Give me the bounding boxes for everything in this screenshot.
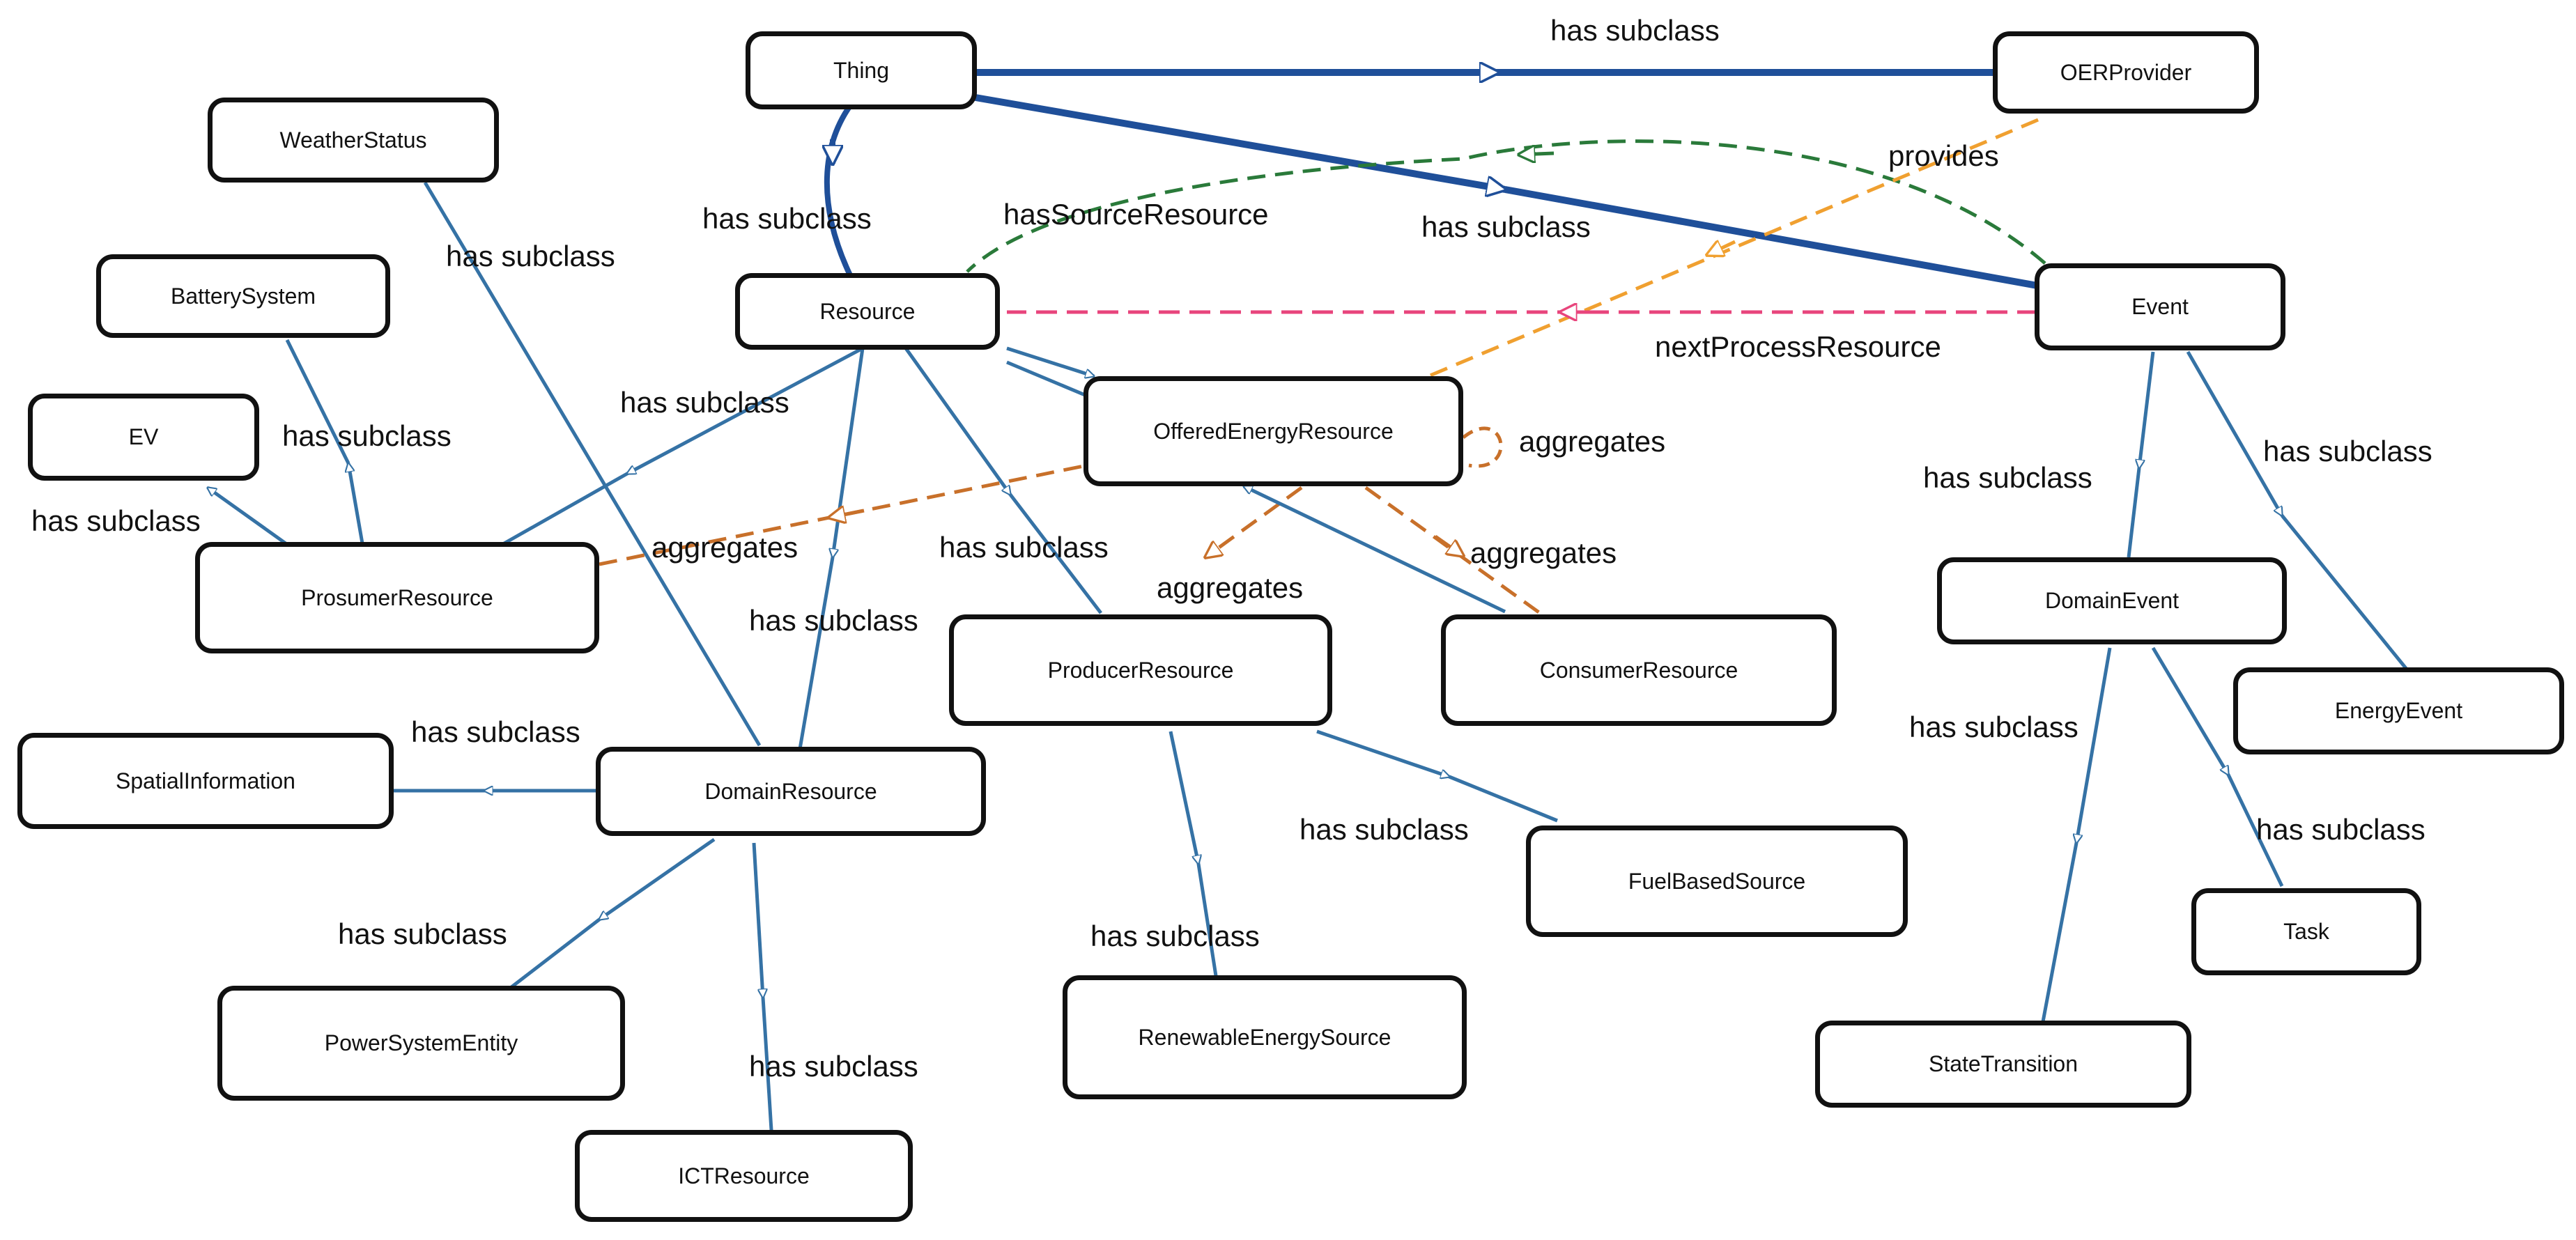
node-prosumer-resource[interactable]: ProsumerResource [195, 542, 599, 653]
label-domainresource-ict: has subclass [749, 1050, 918, 1083]
label-domainresource-powersystem: has subclass [338, 917, 507, 950]
label-domainresource-spatial: has subclass [411, 715, 580, 748]
label-domainresource-weatherstatus: has subclass [446, 240, 615, 272]
node-domain-event[interactable]: DomainEvent [1937, 557, 2287, 644]
label-resource-domainresource: has subclass [749, 604, 918, 637]
label-aggregates-consumer: aggregates [1470, 536, 1617, 569]
node-weather-status[interactable]: WeatherStatus [208, 98, 499, 183]
label-prosumer-battery: has subclass [282, 419, 452, 452]
node-power-system-entity[interactable]: PowerSystemEntity [217, 986, 625, 1101]
edge-resource-domainresource [798, 348, 865, 750]
edge-event-domainevent [2127, 351, 2155, 558]
node-energy-event[interactable]: EnergyEvent [2233, 667, 2564, 754]
edge-producer-renewable [1169, 731, 1220, 990]
node-spatial-information[interactable]: SpatialInformation [17, 733, 394, 829]
edge-consumer-offeredenergy [1244, 484, 1506, 614]
node-ict-resource[interactable]: ICTResource [575, 1130, 913, 1222]
label-event-energyevent: has subclass [2263, 435, 2432, 467]
label-aggregates-self: aggregates [1519, 425, 1665, 458]
label-provides: provides [1888, 139, 1999, 172]
node-thing[interactable]: Thing [746, 31, 977, 109]
label-prosumer-ev: has subclass [31, 504, 201, 537]
node-fuel-based-source[interactable]: FuelBasedSource [1526, 826, 1908, 937]
edge-domainevent-task [2151, 646, 2284, 888]
label-has-source-resource: hasSourceResource [1003, 198, 1269, 231]
node-ev[interactable]: EV [28, 394, 259, 481]
edge-event-energyevent [2186, 350, 2412, 676]
node-oer-provider[interactable]: OERProvider [1993, 31, 2259, 114]
label-aggregates-producer: aggregates [1157, 571, 1303, 604]
node-resource[interactable]: Resource [735, 273, 1000, 350]
label-producer-renewable: has subclass [1090, 920, 1260, 952]
label-resource-producer: has subclass [939, 531, 1109, 564]
label-resource-prosumer: has subclass [620, 386, 789, 419]
label-domainevent-task: has subclass [2256, 813, 2425, 846]
label-thing-event: has subclass [1421, 210, 1591, 243]
edge-prosumer-battery [285, 339, 364, 544]
node-task[interactable]: Task [2191, 888, 2421, 975]
node-event[interactable]: Event [2035, 263, 2285, 350]
label-next-process-resource: nextProcessResource [1655, 330, 1941, 363]
edge-resource-producer [904, 347, 1102, 614]
node-offered-energy-resource[interactable]: OfferedEnergyResource [1083, 376, 1463, 486]
label-producer-fuelbased: has subclass [1299, 813, 1469, 846]
label-domainevent-statetransition: has subclass [1909, 711, 2078, 743]
edge-provides [1428, 118, 2039, 378]
node-domain-resource[interactable]: DomainResource [596, 747, 986, 836]
edge-producer-fuelbased [1316, 729, 1558, 823]
node-producer-resource[interactable]: ProducerResource [949, 614, 1332, 726]
edge-aggregates-producer [1205, 486, 1303, 557]
node-consumer-resource[interactable]: ConsumerResource [1441, 614, 1837, 726]
edge-has-source-resource [966, 139, 2046, 273]
node-renewable-energy-source[interactable]: RenewableEnergySource [1063, 975, 1467, 1099]
edge-thing-resource [827, 99, 856, 277]
edge-domainresource-ict [752, 842, 774, 1142]
label-event-domainevent: has subclass [1923, 461, 2092, 494]
edge-prosumer-ev [208, 488, 287, 545]
node-battery-system[interactable]: BatterySystem [96, 254, 390, 338]
label-thing-oerprovider: has subclass [1550, 14, 1720, 47]
edge-aggregates-prosumer [599, 463, 1088, 566]
label-thing-resource: has subclass [702, 202, 872, 235]
edge-aggregates-consumer [1364, 486, 1541, 615]
edge-domainresource-powersystem [507, 837, 716, 991]
edge-thing-event [975, 94, 2046, 290]
edge-domainevent-statetransition [2038, 647, 2112, 1037]
edge-domainresource-weatherstatus [423, 181, 762, 747]
label-aggregates-prosumer: aggregates [651, 531, 798, 564]
edge-aggregates-self [1462, 426, 1503, 468]
edge-resource-prosumer [500, 346, 864, 547]
node-state-transition[interactable]: StateTransition [1815, 1021, 2191, 1108]
